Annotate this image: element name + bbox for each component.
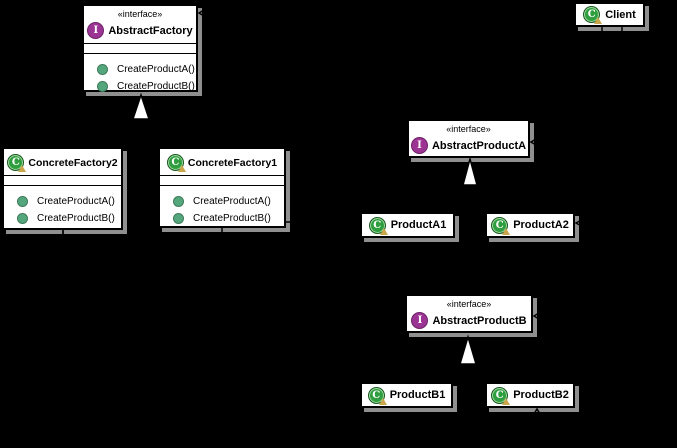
methods-compartment: CreateProductA() CreateProductB() [160,185,284,227]
interface-icon: I [411,312,429,329]
attributes-compartment [160,175,284,185]
methods-compartment: CreateProductA() CreateProductB() [4,185,121,227]
stereotype-label: «interface» [446,124,491,134]
class-header: «interface» I AbstractProductB [407,296,531,329]
method-visibility-icon [97,81,108,92]
class-icon: C [7,154,27,172]
dependency-arrowheads [197,6,588,420]
method-label: CreateProductB() [37,213,115,224]
class-box-abstract-product-a[interactable]: «interface» I AbstractProductA [407,119,530,158]
attributes-compartment [4,175,121,185]
method-visibility-icon [173,213,184,224]
class-name: ProductA2 [513,219,569,231]
class-name: AbstractProductA [431,139,527,152]
method-row: CreateProductB() [4,210,121,227]
class-header: C ConcreteFactory1 [160,149,284,172]
method-label: CreateProductA() [37,196,115,207]
method-row: CreateProductB() [160,210,284,227]
class-name: ProductB1 [389,389,446,401]
class-header: «interface» I AbstractProductA [409,121,528,154]
interface-icon: I [410,137,428,154]
attributes-compartment [84,43,196,53]
class-header: C ConcreteFactory2 [4,149,121,172]
class-header: «interface» I AbstractFactory [84,6,196,39]
method-row: CreateProductA() [84,61,196,78]
class-name: AbstractProductB [432,314,527,327]
method-row: CreateProductB() [84,78,196,95]
class-name: ConcreteFactory1 [187,156,278,169]
class-box-product-b2[interactable]: C ProductB2 [485,382,575,408]
class-box-client[interactable]: C Client [574,2,645,27]
stereotype-label: «interface» [446,299,492,309]
method-row: CreateProductA() [160,193,284,210]
class-icon: C [491,386,511,405]
method-label: CreateProductA() [117,64,195,75]
class-name: ProductB2 [513,389,569,401]
class-icon: C [166,154,186,172]
class-box-product-a2[interactable]: C ProductA2 [485,212,575,238]
dependency-edges[interactable] [62,12,623,432]
class-icon: C [491,216,511,235]
method-visibility-icon [17,196,28,207]
stereotype-label: «interface» [117,9,163,19]
method-label: CreateProductB() [193,213,271,224]
class-icon: C [368,216,388,235]
method-visibility-icon [97,64,108,75]
class-icon: C [367,386,387,405]
class-box-product-b1[interactable]: C ProductB1 [360,382,453,408]
class-box-product-a1[interactable]: C ProductA1 [360,212,455,238]
class-box-abstract-product-b[interactable]: «interface» I AbstractProductB [405,294,533,333]
class-box-abstract-factory[interactable]: «interface» I AbstractFactory CreateProd… [82,4,198,92]
class-box-concrete-factory1[interactable]: C ConcreteFactory1 CreateProductA() Crea… [158,147,286,228]
class-name: ConcreteFactory2 [28,156,118,169]
method-visibility-icon [173,196,184,207]
class-name: Client [605,8,636,21]
method-label: CreateProductA() [193,196,271,207]
method-row: CreateProductA() [4,193,121,210]
class-icon: C [583,6,603,24]
method-label: CreateProductB() [117,81,195,92]
interface-icon: I [87,22,105,39]
method-visibility-icon [17,213,28,224]
class-name: ProductA1 [390,219,447,231]
methods-compartment: CreateProductA() CreateProductB() [84,53,196,95]
realization-arrowheads [131,92,478,365]
class-name: AbstractFactory [108,24,193,37]
class-box-concrete-factory2[interactable]: C ConcreteFactory2 CreateProductA() Crea… [2,147,123,230]
